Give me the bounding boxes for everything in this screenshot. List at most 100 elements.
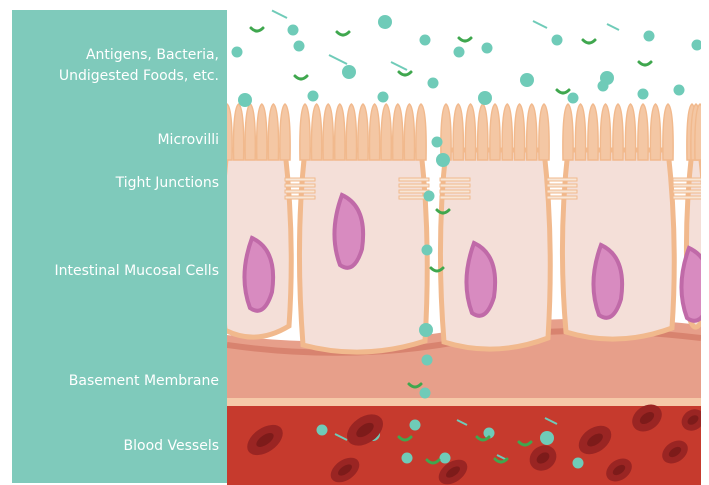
microvillus bbox=[257, 104, 267, 160]
tight-junctions-label: Tight Junctions bbox=[116, 173, 219, 194]
tight-junction-strand bbox=[399, 184, 429, 187]
tight-junction-strand bbox=[440, 196, 470, 199]
tight-junction-strand bbox=[285, 196, 315, 199]
bacterium-tail bbox=[329, 55, 347, 64]
microvillus bbox=[600, 104, 610, 160]
microvillus bbox=[268, 104, 278, 160]
antigen-dot bbox=[419, 323, 433, 337]
antigen-fragment bbox=[557, 90, 569, 93]
bacterium-tail bbox=[607, 24, 619, 30]
tight-junction-strand bbox=[673, 190, 701, 193]
antigen-dot bbox=[674, 85, 685, 96]
microvillus bbox=[369, 104, 379, 160]
basement-membrane-label: Basement Membrane bbox=[69, 371, 219, 392]
antigen-dot bbox=[552, 35, 563, 46]
antigen-dot bbox=[600, 71, 614, 85]
antigen-dot bbox=[568, 93, 579, 104]
microvillus bbox=[441, 104, 451, 160]
nucleus bbox=[681, 248, 701, 321]
tight-junction-strand bbox=[285, 184, 315, 187]
tight-junction-strand bbox=[285, 178, 315, 181]
antigen-dot bbox=[420, 35, 431, 46]
intestinal-wall-illustration bbox=[227, 0, 701, 485]
microvillus bbox=[416, 104, 426, 160]
antigen-dot bbox=[644, 31, 655, 42]
microvillus bbox=[233, 104, 243, 160]
antigen-dot bbox=[294, 41, 305, 52]
microvillus bbox=[227, 104, 232, 160]
antigen-fragment bbox=[295, 76, 307, 79]
microvillus bbox=[502, 104, 512, 160]
antigen-dot bbox=[378, 15, 392, 29]
antigen-dot bbox=[378, 92, 389, 103]
antigen-dot bbox=[420, 388, 431, 399]
microvillus bbox=[478, 104, 488, 160]
microvilli bbox=[227, 104, 701, 160]
tight-junction-strand bbox=[547, 178, 577, 181]
antigen-dot bbox=[540, 431, 554, 445]
tight-junction-strand bbox=[440, 190, 470, 193]
tight-junction-strand bbox=[547, 196, 577, 199]
antigen-dot bbox=[573, 458, 584, 469]
antigen-dot bbox=[428, 78, 439, 89]
microvillus bbox=[346, 104, 356, 160]
microvillus bbox=[311, 104, 321, 160]
antigen-dot bbox=[422, 355, 433, 366]
tight-junction-strand bbox=[673, 196, 701, 199]
microvillus bbox=[280, 104, 290, 160]
antigen-dot bbox=[402, 453, 413, 464]
antigen-fragment bbox=[399, 72, 411, 75]
antigen-dot bbox=[422, 245, 433, 256]
antigen-dot bbox=[317, 425, 328, 436]
microvillus bbox=[575, 104, 585, 160]
antigen-dot bbox=[424, 191, 435, 202]
mucosal-cells-label: Intestinal Mucosal Cells bbox=[55, 261, 219, 282]
antigen-dot bbox=[308, 91, 319, 102]
microvillus bbox=[650, 104, 660, 160]
antigens-label: Antigens, Bacteria, Undigested Foods, et… bbox=[59, 45, 219, 87]
antigen-fragment bbox=[639, 62, 651, 65]
microvillus bbox=[245, 104, 255, 160]
antigen-dot bbox=[478, 91, 492, 105]
antigen-fragment bbox=[459, 38, 471, 41]
tight-junction-strand bbox=[285, 190, 315, 193]
tight-junction-strand bbox=[440, 178, 470, 181]
bacterium-tail bbox=[533, 21, 547, 28]
tight-junction-strand bbox=[547, 184, 577, 187]
microvillus bbox=[335, 104, 345, 160]
antigen-dot bbox=[692, 40, 702, 51]
antigen-dot bbox=[432, 137, 443, 148]
antigen-dot bbox=[342, 65, 356, 79]
antigen-fragment bbox=[251, 28, 263, 31]
antigen-dot bbox=[436, 153, 450, 167]
antigen-dot bbox=[410, 420, 421, 431]
antigen-dot bbox=[232, 47, 243, 58]
tight-junction-strand bbox=[399, 190, 429, 193]
microvillus bbox=[490, 104, 500, 160]
label-panel: Antigens, Bacteria, Undigested Foods, et… bbox=[12, 10, 227, 483]
antigen-dot bbox=[238, 93, 252, 107]
microvillus bbox=[465, 104, 475, 160]
antigen-dot bbox=[638, 89, 649, 100]
microvilli-label: Microvilli bbox=[157, 130, 219, 151]
microvillus bbox=[638, 104, 648, 160]
microvillus bbox=[588, 104, 598, 160]
microvillus bbox=[563, 104, 573, 160]
antigen-dot bbox=[482, 43, 493, 54]
microvillus bbox=[393, 104, 403, 160]
microvillus bbox=[613, 104, 623, 160]
microvillus bbox=[663, 104, 673, 160]
blood-vessels-label: Blood Vessels bbox=[124, 436, 219, 457]
tight-junction-strand bbox=[673, 178, 701, 181]
antigen-dot bbox=[440, 453, 451, 464]
tight-junction-strand bbox=[440, 184, 470, 187]
antigen-dot bbox=[454, 47, 465, 58]
antigen-fragment bbox=[583, 40, 595, 43]
microvillus bbox=[527, 104, 537, 160]
tight-junction-strand bbox=[673, 184, 701, 187]
bacterium-tail bbox=[391, 62, 407, 70]
microvillus bbox=[381, 104, 391, 160]
tight-junction-strand bbox=[547, 190, 577, 193]
microvillus bbox=[300, 104, 310, 160]
tight-junction-strand bbox=[399, 178, 429, 181]
